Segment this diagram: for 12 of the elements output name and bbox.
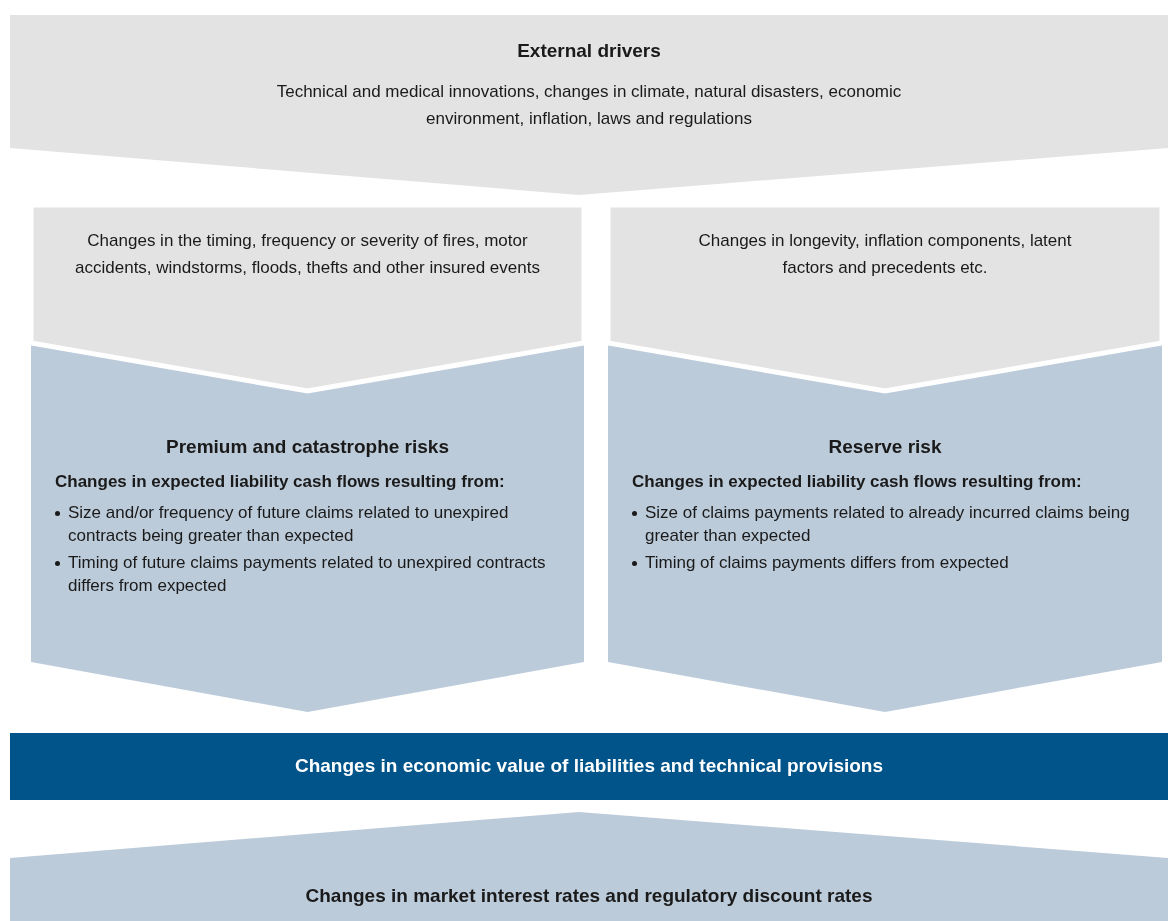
bullet-text: Timing of claims payments differs from expected <box>645 551 1009 574</box>
body-text: Technical and medical innovations, changes in climate, natural disasters, economic environment, inflation, laws and regulations <box>275 80 903 130</box>
bullet-text: Size and/or frequency of future claims related to unexpired contracts being greater than expected <box>68 501 510 547</box>
bullet-text: Size of claims payments related to already incurred claims being greater than expected <box>645 501 1131 547</box>
band-text: Changes in economic value of liabilities and technical provisions <box>294 754 884 779</box>
subheading: Changes in expected liability cash flows resulting from: <box>632 470 1083 493</box>
bullet-text: Timing of future claims payments related to unexpired contracts differs from expected <box>68 551 547 597</box>
heading: Premium and catastrophe risks <box>165 435 450 459</box>
heading: External drivers <box>517 39 661 63</box>
heading: Reserve risk <box>827 435 943 459</box>
band-text: Changes in market interest rates and regulatory discount rates <box>305 884 873 908</box>
subheading: Changes in expected liability cash flows resulting from: <box>55 470 506 493</box>
